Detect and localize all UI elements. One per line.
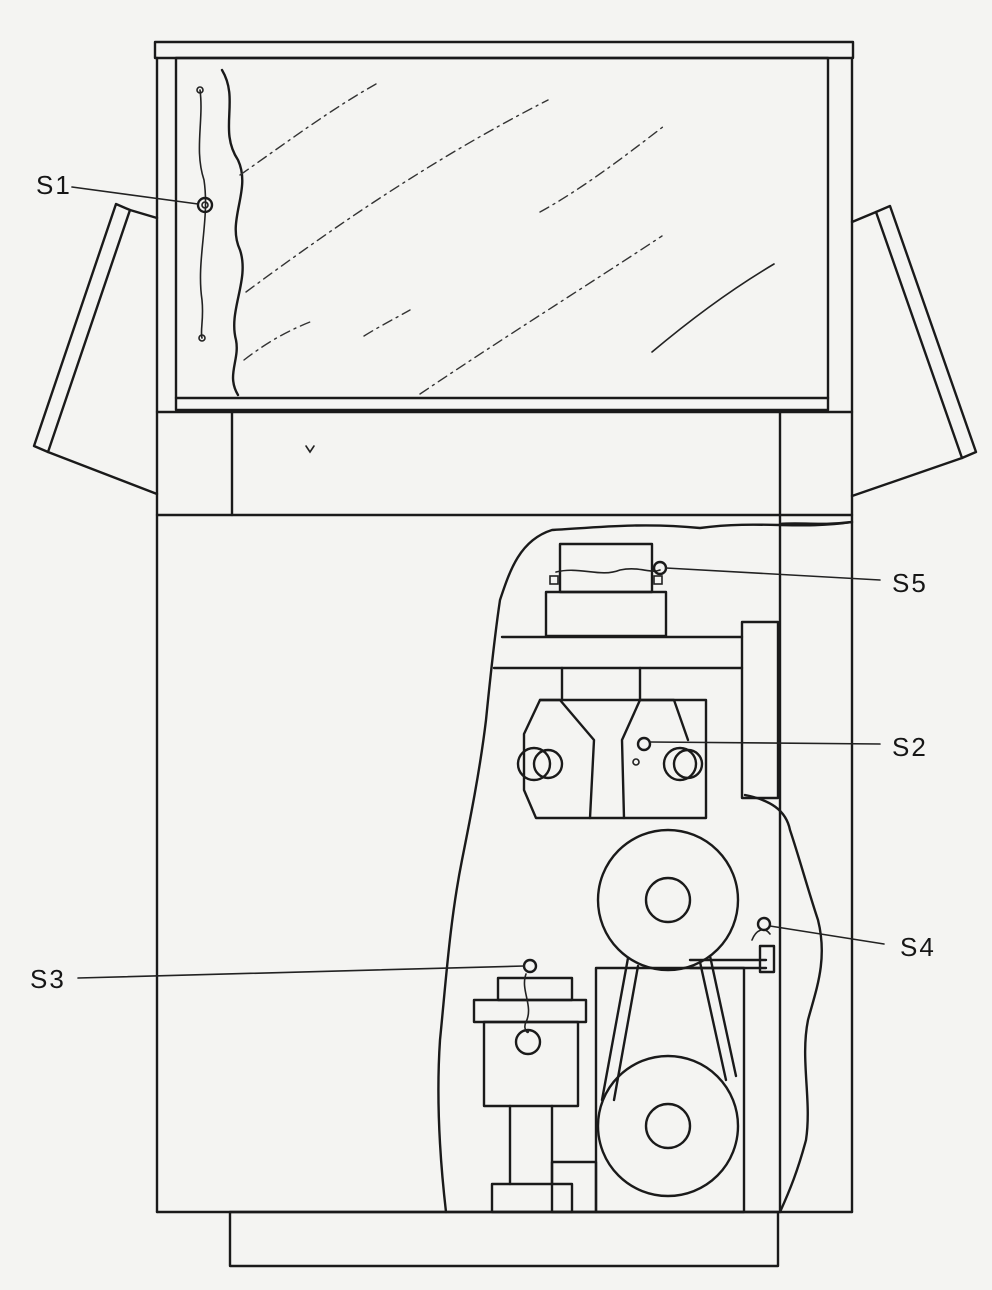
sensor-s4-assembly: [751, 916, 885, 974]
top-rim: [153, 40, 855, 60]
leader-s4: [769, 925, 885, 945]
label-s4: S4: [900, 932, 936, 962]
label-s1: S1: [36, 170, 72, 200]
cutaway-outline: [437, 520, 854, 1214]
sensor-s3: [522, 958, 538, 974]
left-flap: [32, 202, 159, 496]
drive-pulleys: [594, 828, 768, 1214]
sensor-s1-assembly: [71, 86, 214, 342]
upper-cabinet: [155, 56, 854, 1214]
right-flap: [850, 204, 978, 498]
leader-s1: [71, 186, 199, 205]
label-s3: S3: [30, 964, 66, 994]
label-s2: S2: [892, 732, 928, 762]
upper-unit: [544, 542, 881, 638]
twin-hopper-unit: [516, 698, 881, 820]
leader-s3: [77, 965, 525, 979]
motor-unit: [77, 958, 598, 1214]
lower-cabinet: [155, 513, 854, 1268]
sensor-s2: [636, 736, 652, 752]
leader-s2: [649, 741, 881, 745]
sensor-s5: [652, 560, 668, 576]
leader-s5: [665, 567, 881, 581]
label-s5: S5: [892, 568, 928, 598]
middle-band: [155, 410, 854, 517]
shelf: [492, 620, 780, 800]
sensor-s1: [196, 196, 214, 214]
sensor-s4: [756, 916, 772, 932]
window-glass: [220, 68, 775, 397]
